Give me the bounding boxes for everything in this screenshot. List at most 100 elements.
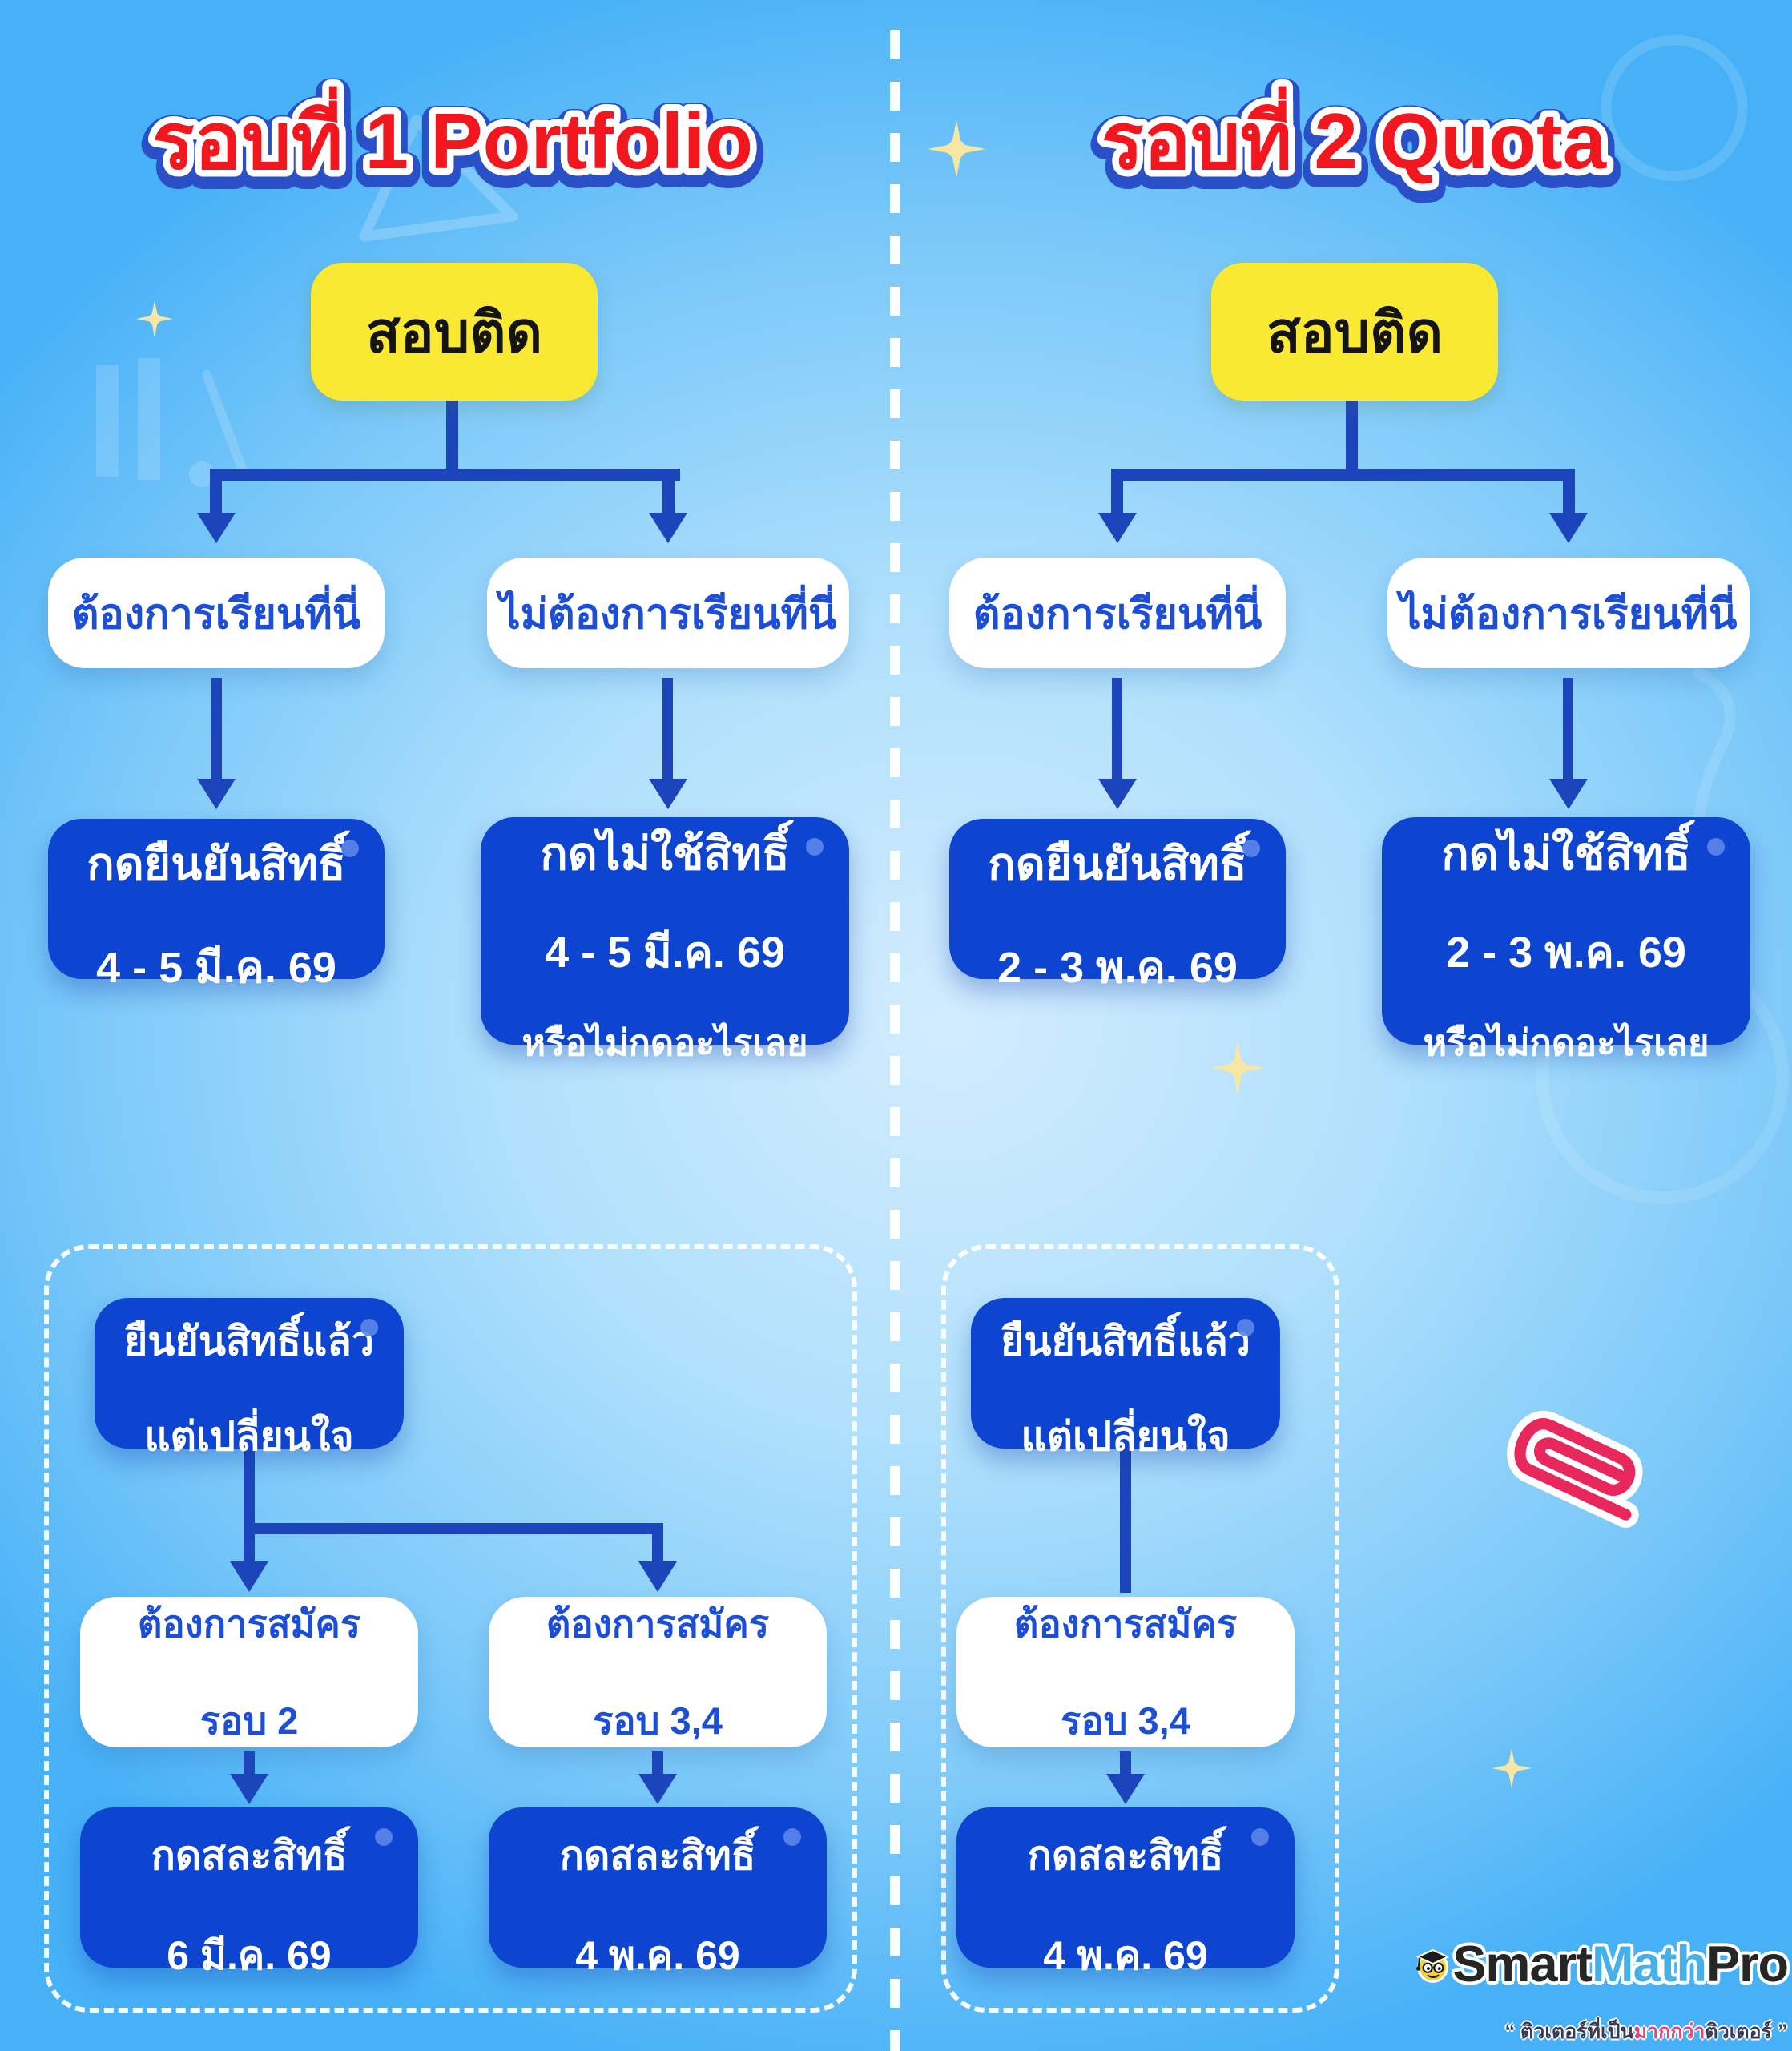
highlight-dot-icon <box>341 840 359 857</box>
arrowhead-down-icon <box>1098 779 1137 809</box>
arrowhead-down-icon <box>638 1774 677 1804</box>
brand-pro: Pro <box>1705 1936 1789 1993</box>
round2-apply-round34-box: ต้องการสมัคร รอบ 3,4 <box>956 1597 1295 1747</box>
action-title: กดไม่ใช้สิทธิ์ <box>1441 828 1691 880</box>
condition-label: ไม่ต้องการเรียนที่นี่ <box>499 590 837 638</box>
connector-stem <box>1346 399 1358 479</box>
condition-label: ต้องการเรียนที่นี่ <box>71 590 361 638</box>
round2-action-decline: กดไม่ใช้สิทธิ์ 2 - 3 พ.ค. 69 หรือไม่กดอะ… <box>1382 817 1750 1063</box>
arrow-line <box>211 678 222 780</box>
action-date: 2 - 3 พ.ค. 69 <box>1446 929 1686 977</box>
connector-drop-right <box>1563 469 1575 515</box>
arrowhead-down-icon <box>649 513 687 543</box>
arrowhead-down-icon <box>638 1561 677 1592</box>
round2-changed-mind-header: ยืนยันสิทธิ์แล้ว แต่เปลี่ยนใจ <box>971 1298 1280 1459</box>
arrowhead-down-icon <box>1106 1774 1145 1804</box>
round2-start-label: สอบติด <box>1266 300 1444 364</box>
apply-line2: รอบ 2 <box>199 1699 299 1742</box>
svg-text:รอบที่ 1 Portfolio: รอบที่ 1 Portfolio <box>152 86 753 185</box>
tagline-suffix: ติวเตอร์ ” <box>1705 2021 1788 2043</box>
action-date: 2 - 3 พ.ค. 69 <box>997 944 1238 992</box>
waive-title: กดสละสิทธิ์ <box>1027 1833 1224 1878</box>
connector-stem <box>446 399 458 479</box>
arrowhead-down-icon <box>197 513 236 543</box>
round1-apply-round2-box: ต้องการสมัคร รอบ 2 <box>80 1597 418 1747</box>
waive-date: 4 พ.ค. 69 <box>575 1933 740 1978</box>
action-note: หรือไม่กดอะไรเลย <box>521 1022 808 1063</box>
changed-mind-line2: แต่เปลี่ยนใจ <box>144 1414 354 1459</box>
condition-label: ต้องการเรียนที่นี่ <box>973 590 1262 638</box>
brand-smart: Smart <box>1452 1936 1593 1993</box>
connector-drop-left <box>210 469 222 515</box>
apply-line1: ต้องการสมัคร <box>137 1602 361 1645</box>
round2-condition-stay: ต้องการเรียนที่นี่ <box>949 558 1286 668</box>
action-date: 4 - 5 มี.ค. 69 <box>545 929 785 977</box>
brand-wordmark: SmartMathPro <box>1452 1936 1789 1993</box>
round1-waive-march-box: กดสละสิทธิ์ 6 มี.ค. 69 <box>80 1807 418 1978</box>
arrowhead-down-icon <box>1549 513 1588 543</box>
round1-action-confirm: กดยืนยันสิทธิ์ 4 - 5 มี.ค. 69 <box>48 819 385 992</box>
arrowhead-down-icon <box>197 779 236 809</box>
arrow-line <box>662 678 673 780</box>
highlight-dot-icon <box>1242 840 1260 857</box>
brand-math: Math <box>1591 1936 1707 1993</box>
connector-drop-left <box>1111 469 1123 515</box>
brand-tagline: “ ติวเตอร์ที่เป็นมากกว่าติวเตอร์ ” <box>1411 2016 1788 2048</box>
changed-mind-line2: แต่เปลี่ยนใจ <box>1021 1414 1230 1459</box>
round2-changed-mind-section <box>941 1244 1339 2013</box>
tagline-prefix: “ ติวเตอร์ที่เป็น <box>1504 2021 1634 2043</box>
apply-line2: รอบ 3,4 <box>593 1699 723 1742</box>
apply-line1: ต้องการสมัคร <box>546 1602 770 1645</box>
arrow-line <box>1112 678 1122 780</box>
highlight-dot-icon <box>806 838 824 856</box>
apply-line2: รอบ 3,4 <box>1061 1699 1190 1742</box>
svg-text:รอบที่ 2 Quota: รอบที่ 2 Quota <box>1101 86 1608 185</box>
graduate-smiley-icon <box>1415 1948 1449 1983</box>
connector-drop-left <box>244 1523 255 1565</box>
round1-changed-mind-section <box>44 1244 857 2013</box>
round2-condition-leave: ไม่ต้องการเรียนที่นี่ <box>1387 558 1750 668</box>
connector-stem <box>1120 1449 1131 1593</box>
highlight-dot-icon <box>783 1828 801 1846</box>
action-title: กดไม่ใช้สิทธิ์ <box>540 828 790 880</box>
connector-bar <box>244 1523 663 1534</box>
connector-drop-right <box>652 1523 663 1565</box>
connector-bar <box>1111 469 1575 481</box>
round1-condition-stay: ต้องการเรียนที่นี่ <box>48 558 385 668</box>
condition-label: ไม่ต้องการเรียนที่นี่ <box>1399 590 1738 638</box>
arrow-line <box>1120 1751 1131 1777</box>
round2-waive-may-box: กดสละสิทธิ์ 4 พ.ค. 69 <box>956 1807 1295 1978</box>
round1-title: รอบที่ 1 Portfolio รอบที่ 1 Portfolio รอ… <box>139 78 767 204</box>
waive-date: 4 พ.ค. 69 <box>1043 1933 1208 1978</box>
round1-condition-leave: ไม่ต้องการเรียนที่นี่ <box>487 558 849 668</box>
arrowhead-down-icon <box>230 1561 268 1592</box>
connector-drop-right <box>662 469 675 515</box>
round2-start-node: สอบติด <box>1211 263 1498 401</box>
round1-waive-may-box: กดสละสิทธิ์ 4 พ.ค. 69 <box>489 1807 827 1978</box>
changed-mind-line1: ยืนยันสิทธิ์แล้ว <box>1001 1319 1250 1364</box>
waive-date: 6 มี.ค. 69 <box>167 1933 332 1978</box>
action-title: กดยืนยันสิทธิ์ <box>87 839 346 890</box>
arrowhead-down-icon <box>1098 513 1137 543</box>
apply-line1: ต้องการสมัคร <box>1013 1602 1238 1645</box>
tagline-highlight: มากกว่า <box>1633 2021 1705 2043</box>
waive-title: กดสละสิทธิ์ <box>151 1833 348 1878</box>
round2-action-confirm: กดยืนยันสิทธิ์ 2 - 3 พ.ค. 69 <box>949 819 1286 992</box>
highlight-dot-icon <box>1251 1828 1269 1846</box>
arrow-line <box>1563 678 1573 780</box>
round1-changed-mind-header: ยืนยันสิทธิ์แล้ว แต่เปลี่ยนใจ <box>95 1298 404 1459</box>
smartmathpro-logo: SmartMathPro “ ติวเตอร์ที่เป็นมากกว่าติว… <box>1411 1916 1789 2048</box>
waive-title: กดสละสิทธิ์ <box>559 1833 756 1878</box>
round1-start-label: สอบติด <box>365 300 543 364</box>
connector-bar <box>210 469 680 481</box>
highlight-dot-icon <box>1707 838 1725 856</box>
column-divider-dashed-line <box>890 30 900 2051</box>
action-date: 4 - 5 มี.ค. 69 <box>96 944 336 992</box>
svg-text:รอบที่ 1 Portfolio: รอบที่ 1 Portfolio <box>152 86 753 185</box>
arrow-line <box>652 1751 663 1777</box>
paperclip-icon <box>1507 1410 1643 1528</box>
arrowhead-down-icon <box>649 779 687 809</box>
round1-start-node: สอบติด <box>311 263 598 401</box>
